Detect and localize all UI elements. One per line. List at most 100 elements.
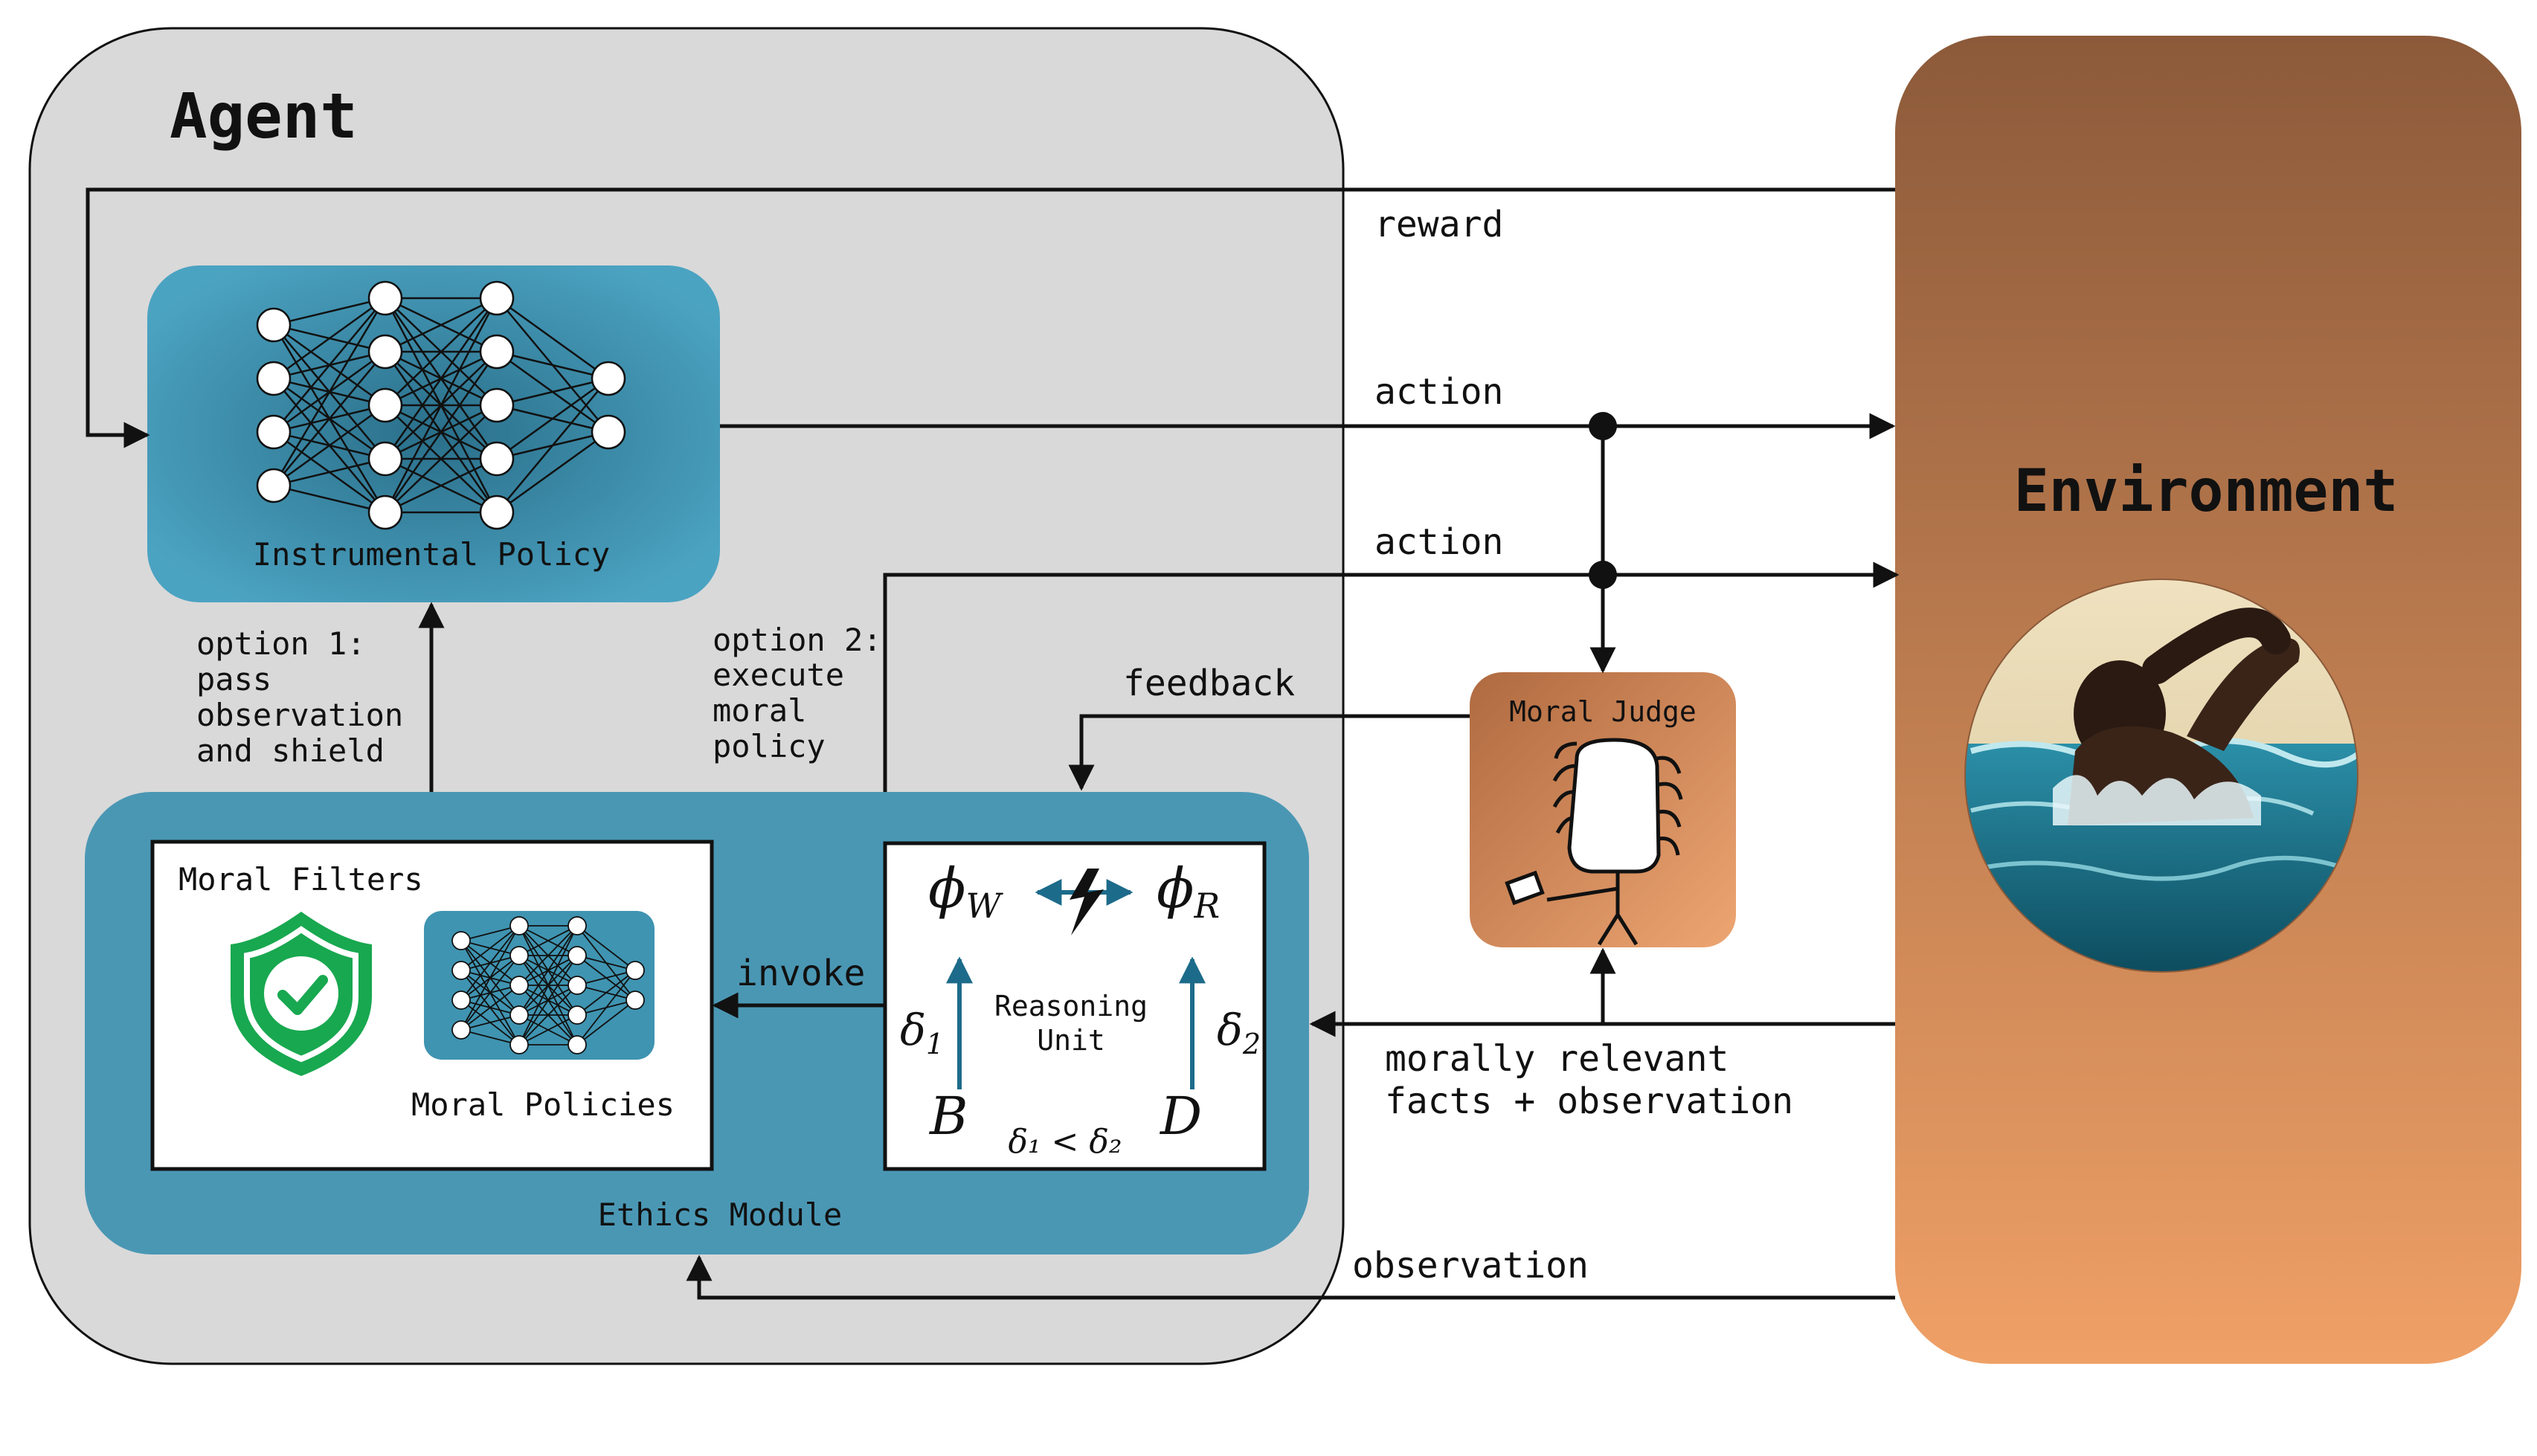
- network-node: [591, 414, 626, 450]
- network-node: [567, 946, 587, 965]
- edges: [86, 187, 1900, 1300]
- network-node: [567, 976, 587, 995]
- agent-title: Agent: [170, 80, 358, 152]
- network-edge: [518, 985, 578, 1046]
- facts-label-line2: facts + observation: [1385, 1080, 1793, 1122]
- ethics-module-label: Ethics Module: [598, 1196, 843, 1233]
- network-node: [451, 931, 471, 950]
- action-junction-2: [1589, 561, 1617, 589]
- network-edge: [496, 377, 609, 407]
- network-node: [509, 1005, 529, 1025]
- network-edge: [576, 970, 636, 1046]
- option-2-label: option 2: execute moral policy: [713, 622, 882, 764]
- delta-1-symbol: δ1: [900, 1005, 944, 1060]
- delta-condition: δ₁ < δ₂: [1008, 1123, 1122, 1161]
- network-edge: [384, 297, 498, 460]
- network-edge: [384, 297, 498, 513]
- svg-text:moral: moral: [713, 692, 806, 729]
- network-node: [591, 361, 626, 396]
- facts-label-line1: morally relevant: [1385, 1038, 1729, 1080]
- svg-text:option 2:: option 2:: [713, 622, 882, 658]
- network-edge: [576, 970, 636, 1016]
- network-edge: [273, 351, 386, 486]
- reasoning-unit-box: ϕW ϕR δ1 δ2 B D Reasoning Unit δ₁ < δ₂: [883, 841, 1267, 1171]
- network-edge: [273, 297, 386, 326]
- network-edge: [384, 351, 498, 513]
- network-node: [451, 961, 471, 980]
- instrumental-policy-label: Instrumental Policy: [253, 536, 610, 573]
- network-edge: [496, 297, 609, 380]
- moral-filters-box: Moral Filters Moral Policies: [150, 840, 714, 1171]
- network-node: [509, 916, 529, 935]
- network-node: [626, 990, 645, 1010]
- moral-policies-label: Moral Policies: [411, 1086, 675, 1123]
- network-edge: [518, 925, 578, 1016]
- network-node: [451, 1020, 471, 1040]
- network-node: [479, 280, 515, 316]
- network-edge: [496, 377, 609, 460]
- environment-panel: Environment: [1895, 36, 2521, 1364]
- phi-r-symbol: ϕR: [1157, 857, 1220, 926]
- svg-text:and shield: and shield: [196, 732, 385, 769]
- network-edge: [576, 970, 636, 986]
- network-node: [367, 441, 403, 477]
- network-edge: [496, 378, 609, 513]
- svg-text:observation: observation: [196, 697, 403, 733]
- network-edge: [518, 925, 578, 956]
- option-1-label: option 1: pass observation and shield: [196, 625, 403, 769]
- reward-label: reward: [1374, 204, 1503, 245]
- network-node: [509, 946, 529, 965]
- network-edge: [518, 955, 578, 1046]
- environment-title: Environment: [2014, 458, 2399, 525]
- lightning-conflict-icon: [1035, 869, 1134, 935]
- network-edge: [460, 925, 520, 941]
- network-edge: [576, 955, 636, 971]
- network-edge: [273, 404, 386, 487]
- reasoning-unit-label-line1: Reasoning: [994, 990, 1148, 1022]
- network-edge: [518, 925, 578, 1046]
- network-edge: [460, 1029, 520, 1046]
- judge-with-gavel-icon: [1505, 738, 1683, 946]
- network-node: [479, 334, 515, 370]
- moral-judge-label: Moral Judge: [1509, 695, 1697, 728]
- observation-arrow: [686, 1254, 1895, 1300]
- network-node: [451, 990, 471, 1010]
- network-node: [256, 468, 292, 503]
- feedback-arrow: [1068, 714, 1470, 791]
- action-arrow-2: [883, 561, 1900, 792]
- network-edge: [385, 405, 498, 513]
- network-node: [479, 441, 515, 477]
- network-node: [626, 961, 645, 980]
- network-node: [256, 414, 292, 450]
- network-node: [367, 387, 403, 423]
- neural-network-icon: [256, 280, 626, 530]
- feedback-label: feedback: [1123, 663, 1295, 704]
- action-junction-1: [1589, 412, 1617, 440]
- network-edge: [273, 457, 386, 487]
- network-edge: [496, 350, 609, 380]
- network-edge: [460, 925, 520, 971]
- network-edge: [460, 925, 520, 1031]
- network-edge: [385, 457, 498, 514]
- network-edge: [576, 999, 636, 1046]
- desire-symbol: D: [1159, 1086, 1202, 1147]
- svg-text:policy: policy: [713, 728, 826, 764]
- phi-w-symbol: ϕW: [928, 857, 1003, 926]
- network-edge: [385, 297, 498, 353]
- network-edge: [496, 431, 609, 514]
- network-edge: [272, 297, 387, 486]
- svg-text:execute: execute: [713, 657, 844, 693]
- network-node: [509, 1035, 529, 1054]
- network-node: [479, 495, 515, 530]
- network-node: [367, 334, 403, 370]
- network-node: [367, 280, 403, 316]
- network-edge: [576, 925, 636, 971]
- observation-label: observation: [1352, 1245, 1589, 1286]
- network-node: [509, 976, 529, 995]
- invoke-label: invoke: [736, 953, 865, 994]
- network-edge: [460, 985, 520, 1031]
- network-node: [567, 1005, 587, 1025]
- network-node: [367, 495, 403, 530]
- svg-text:pass: pass: [196, 661, 271, 698]
- instrumental-policy-box: Instrumental Policy: [147, 265, 720, 602]
